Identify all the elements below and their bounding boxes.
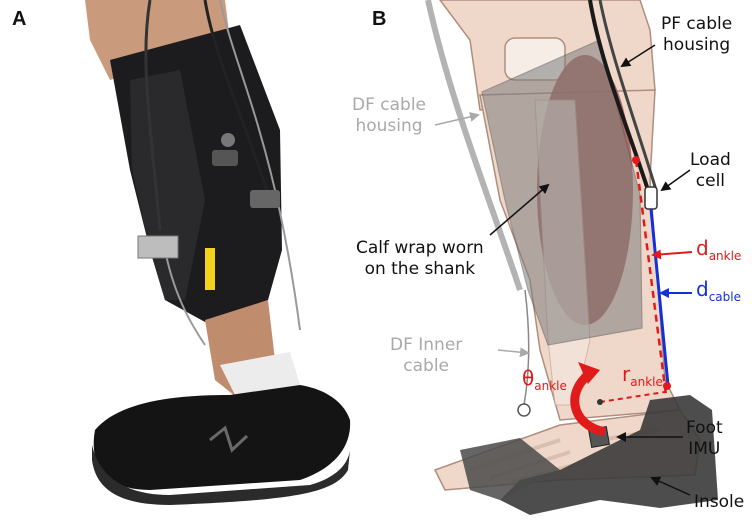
label-dfi-line-1: DF Inner <box>390 335 462 356</box>
theta-sub: ankle <box>534 379 567 393</box>
load-cell-photo <box>221 133 235 147</box>
symbol-theta-ankle: θankle <box>522 366 567 393</box>
symbol-d-cable: dcable <box>696 277 741 304</box>
label-imu-line-1: Foot <box>686 418 723 439</box>
label-df-cable-housing: DF cable housing <box>352 95 426 137</box>
d-cable-main: d <box>696 277 709 301</box>
label-pf-line-2: housing <box>661 35 732 56</box>
bracket-left <box>138 236 178 258</box>
label-cw-line-1: Calf wrap worn <box>356 238 484 259</box>
label-foot-imu: Foot IMU <box>686 418 723 460</box>
label-pf-cable-housing: PF cable housing <box>661 14 732 56</box>
label-df-inner-cable: DF Inner cable <box>390 335 462 377</box>
label-insole: Insole <box>694 492 744 513</box>
label-calf-wrap: Calf wrap worn on the shank <box>356 238 484 280</box>
label-lc-line-1: Load <box>690 150 731 171</box>
leader-df-inner <box>498 350 528 353</box>
theta-main: θ <box>522 366 534 390</box>
label-dfh-line-2: housing <box>352 116 426 137</box>
panel-a-photo <box>85 0 350 505</box>
label-dfh-line-1: DF cable <box>352 95 426 116</box>
leader-d-ankle <box>653 252 692 255</box>
label-load-cell: Load cell <box>690 150 731 192</box>
ankle-center-dot <box>597 399 603 405</box>
d-ankle-sub: ankle <box>709 249 742 263</box>
buckle-2 <box>250 190 280 208</box>
label-cw-line-2: on the shank <box>356 259 484 280</box>
d-ankle-main: d <box>696 236 709 260</box>
panel-label-b: B <box>372 8 386 31</box>
r-ankle-main: r <box>622 362 630 386</box>
leader-load-cell <box>662 170 690 190</box>
df-anchor <box>518 404 530 416</box>
yellow-tag <box>205 248 215 290</box>
shoe <box>94 385 350 490</box>
load-cell-body <box>645 187 657 209</box>
label-dfi-line-2: cable <box>390 356 462 377</box>
symbol-d-ankle: dankle <box>696 236 741 263</box>
r-ankle-sub: ankle <box>630 375 663 389</box>
label-imu-line-2: IMU <box>686 439 723 460</box>
panel-label-a: A <box>12 8 26 31</box>
buckle-1 <box>212 150 238 166</box>
label-pf-line-1: PF cable <box>661 14 732 35</box>
d-ankle-top-dot <box>632 156 640 164</box>
d-cable-sub: cable <box>709 290 741 304</box>
leader-df-housing <box>435 115 478 125</box>
label-lc-line-2: cell <box>690 171 731 192</box>
symbol-r-ankle: rankle <box>622 362 663 389</box>
heel-attachment-dot <box>663 382 671 390</box>
